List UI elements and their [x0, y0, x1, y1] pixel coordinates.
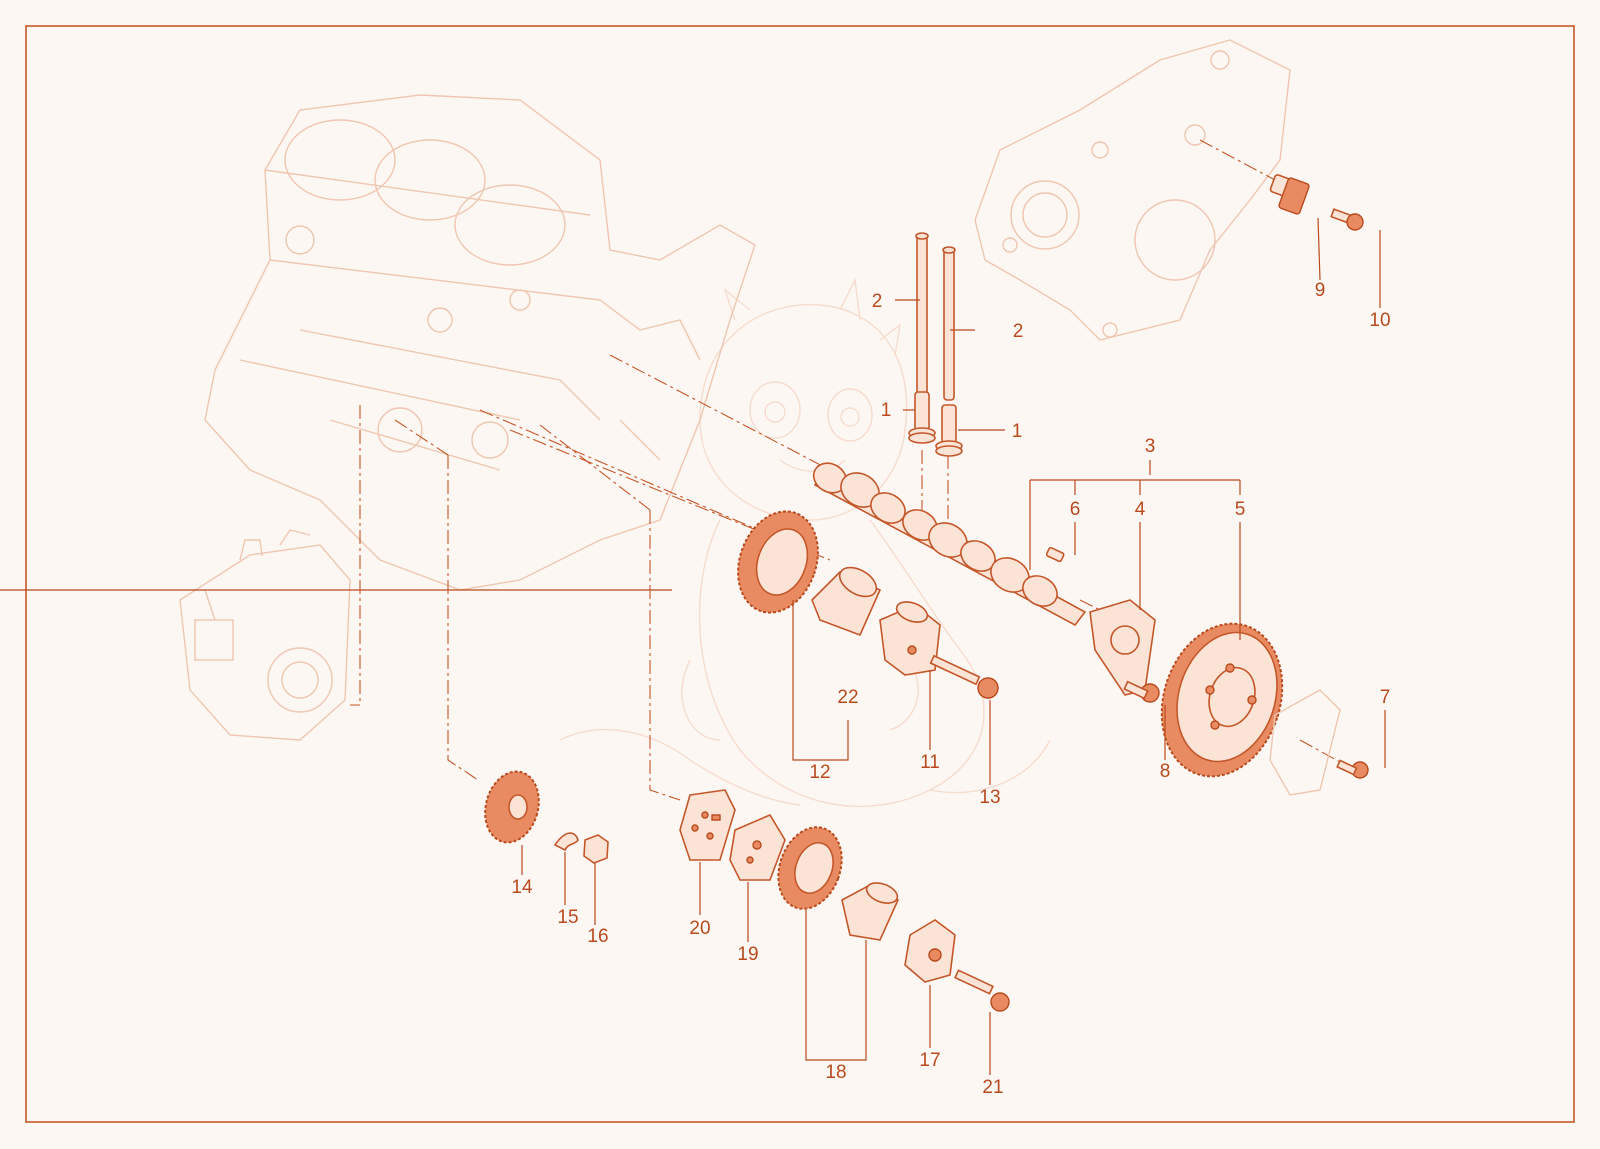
- bolt-10: [1330, 208, 1364, 231]
- bolt-21: [954, 969, 1010, 1012]
- timing-cover-outline: [974, 39, 1291, 341]
- bolt-8: [1123, 680, 1160, 703]
- woodruff-key: [1045, 546, 1065, 563]
- label-2-left: 2: [872, 291, 883, 312]
- thrust-plate: [1089, 599, 1156, 696]
- assembly-lines: [350, 139, 1341, 801]
- label-11: 11: [920, 752, 940, 773]
- label-8: 8: [1160, 761, 1171, 782]
- tappet-left: [908, 391, 936, 444]
- lock-washer: [553, 832, 579, 852]
- leader-lines: [521, 217, 1386, 1075]
- nut-16: [583, 834, 609, 864]
- label-17: 17: [919, 1050, 940, 1071]
- pushrod-left: [915, 232, 929, 397]
- dragon-watermark: [559, 277, 1051, 808]
- label-10: 10: [1369, 310, 1390, 331]
- diagram-frame: [25, 25, 1575, 1123]
- plate-20: [679, 789, 736, 861]
- bushing-lower: [841, 882, 900, 941]
- label-7: 7: [1380, 687, 1391, 708]
- callout-labels: 2 2 1 1 3 6 4 5 7 8 9 10 22 11 12 13 14 …: [511, 280, 1390, 1098]
- idler-gear-lower: [777, 826, 843, 910]
- tappet-right: [935, 404, 963, 457]
- label-5: 5: [1235, 499, 1246, 520]
- fuel-pump-outline: [179, 529, 351, 741]
- label-9: 9: [1315, 280, 1326, 301]
- pump-gear: [484, 770, 540, 844]
- label-18: 18: [825, 1062, 846, 1083]
- label-20: 20: [689, 918, 710, 939]
- camshaft-sensor: [1269, 174, 1310, 215]
- label-12: 12: [809, 762, 830, 783]
- label-14: 14: [511, 877, 533, 898]
- pushrod-right: [942, 246, 956, 401]
- plate-19: [729, 813, 786, 881]
- label-3: 3: [1145, 436, 1156, 457]
- camshaft-gear: [1160, 622, 1284, 778]
- idler-shaft-lower: [904, 919, 956, 983]
- label-13: 13: [979, 787, 1000, 808]
- label-21: 21: [982, 1077, 1003, 1098]
- label-1-left: 1: [881, 400, 892, 421]
- bushing-22: [811, 566, 882, 637]
- label-2-right: 2: [1013, 321, 1024, 342]
- idler-gear-upper: [737, 510, 819, 614]
- bolt-7: [1336, 759, 1369, 779]
- idler-shaft-upper: [879, 601, 941, 676]
- label-19: 19: [737, 944, 758, 965]
- label-1-right: 1: [1012, 421, 1023, 442]
- label-6: 6: [1070, 499, 1081, 520]
- label-4: 4: [1135, 499, 1146, 520]
- engine-block-outline: [204, 94, 756, 591]
- camshaft: [812, 462, 1087, 627]
- label-22: 22: [837, 687, 858, 708]
- label-16: 16: [587, 926, 608, 947]
- bolt-13: [929, 654, 999, 699]
- label-15: 15: [557, 907, 578, 928]
